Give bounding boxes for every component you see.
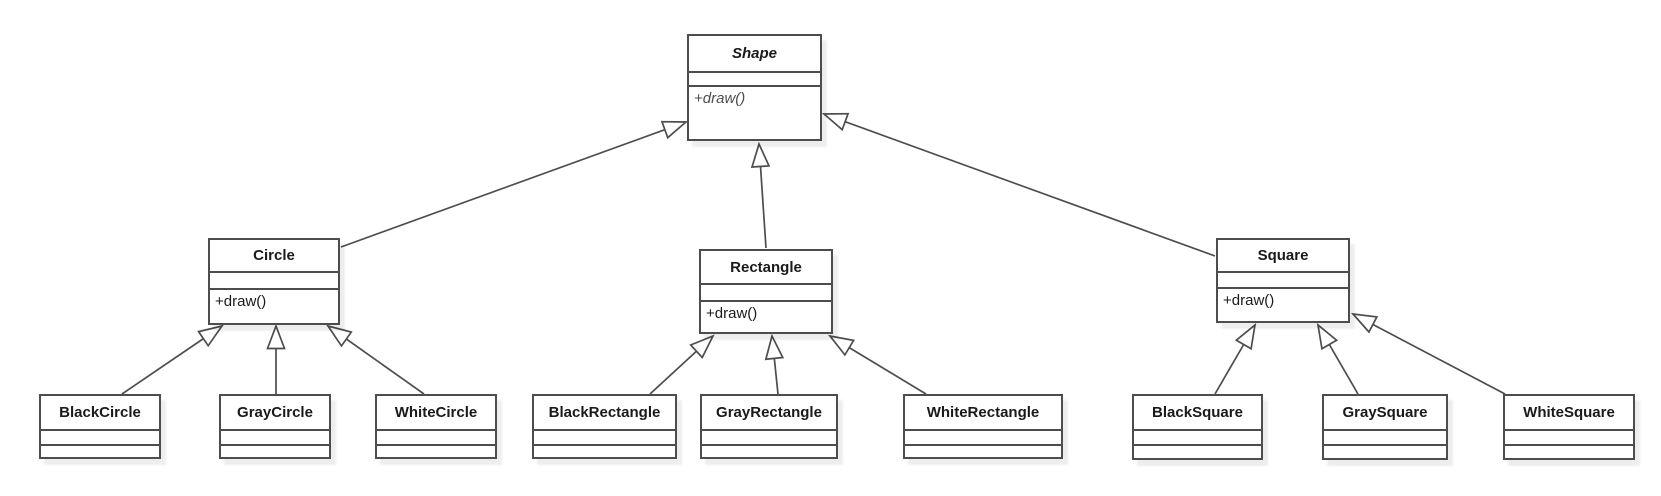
class-grayrectangle-methods-compartment (702, 444, 836, 457)
class-shape-title: Shape (731, 45, 777, 62)
class-grayrectangle-attributes-compartment (702, 429, 836, 444)
generalization-grayrectangle-to-rectangle (764, 333, 785, 395)
class-grayrectangle-title: GrayRectangle (716, 404, 822, 421)
class-whiterectangle-title: WhiteRectangle (926, 404, 1040, 421)
class-grayrectangle: GrayRectangle (700, 394, 838, 459)
class-square-methods-compartment: +draw() (1218, 287, 1348, 321)
generalization-graysquare-to-square (1316, 322, 1359, 395)
generalization-circle-to-shape (340, 120, 689, 248)
class-circle-methods-compartment: +draw() (210, 288, 338, 323)
class-rectangle-title: Rectangle (730, 258, 802, 276)
class-blacksquare-attributes-compartment (1134, 429, 1261, 444)
class-whitecircle-attributes-compartment (377, 429, 495, 444)
class-whiterectangle-attributes-compartment (905, 429, 1061, 444)
class-rectangle-method-draw: +draw() (706, 305, 758, 322)
generalization-whitesquare-to-square (1350, 312, 1506, 395)
class-rectangle: Rectangle +draw() (699, 249, 833, 334)
class-whitesquare: WhiteSquare (1503, 394, 1635, 460)
class-rectangle-attributes-compartment (701, 283, 831, 300)
class-rectangle-methods-compartment: +draw() (701, 300, 831, 332)
generalization-rectangle-to-shape (750, 141, 771, 249)
class-graycircle-title: GrayCircle (237, 404, 313, 421)
class-blackrectangle-methods-compartment (534, 444, 675, 457)
class-blackcircle-title: BlackCircle (59, 404, 141, 421)
class-graycircle-methods-compartment (221, 444, 329, 457)
class-graysquare: GraySquare (1322, 394, 1448, 460)
class-blacksquare: BlackSquare (1132, 394, 1263, 460)
class-whitecircle-methods-compartment (377, 444, 495, 457)
class-whitecircle-title: WhiteCircle (394, 404, 478, 421)
class-blackcircle-attributes-compartment (41, 429, 159, 444)
generalization-whitecircle-to-circle (326, 324, 425, 395)
class-blacksquare-methods-compartment (1134, 444, 1261, 458)
class-blackcircle: BlackCircle (39, 394, 161, 459)
class-blackcircle-methods-compartment (41, 444, 159, 457)
class-shape: Shape +draw() (687, 34, 822, 141)
class-whitesquare-attributes-compartment (1505, 429, 1633, 444)
class-circle: Circle +draw() (208, 238, 340, 325)
generalization-square-to-shape (821, 112, 1216, 257)
class-square: Square +draw() (1216, 238, 1350, 323)
generalization-whiterectangle-to-rectangle (827, 334, 927, 395)
class-graysquare-methods-compartment (1324, 444, 1446, 458)
class-shape-attributes-compartment (689, 71, 820, 85)
class-whiterectangle-methods-compartment (905, 444, 1061, 457)
class-square-attributes-compartment (1218, 271, 1348, 287)
class-graysquare-attributes-compartment (1324, 429, 1446, 444)
class-blackrectangle-title: BlackRectangle (548, 404, 661, 421)
class-blackrectangle: BlackRectangle (532, 394, 677, 459)
class-whitesquare-methods-compartment (1505, 444, 1633, 458)
class-whiterectangle: WhiteRectangle (903, 394, 1063, 459)
class-shape-methods-compartment: +draw() (689, 85, 820, 139)
class-shape-method-draw: +draw() (694, 90, 746, 107)
class-square-method-draw: +draw() (1223, 292, 1275, 309)
class-graysquare-title: GraySquare (1342, 404, 1428, 421)
class-blacksquare-title: BlackSquare (1152, 404, 1243, 421)
class-whitecircle: WhiteCircle (375, 394, 497, 459)
class-circle-attributes-compartment (210, 271, 338, 288)
class-whitesquare-title: WhiteSquare (1523, 404, 1615, 421)
class-circle-title: Circle (253, 247, 295, 264)
class-circle-method-draw: +draw() (215, 293, 267, 310)
class-blackrectangle-attributes-compartment (534, 429, 675, 444)
generalization-blackcircle-to-circle (121, 324, 224, 395)
generalization-blackrectangle-to-rectangle (649, 334, 715, 395)
generalization-blacksquare-to-square (1214, 322, 1257, 395)
class-graycircle: GrayCircle (219, 394, 331, 459)
class-square-title: Square (1257, 247, 1309, 264)
class-graycircle-attributes-compartment (221, 429, 329, 444)
